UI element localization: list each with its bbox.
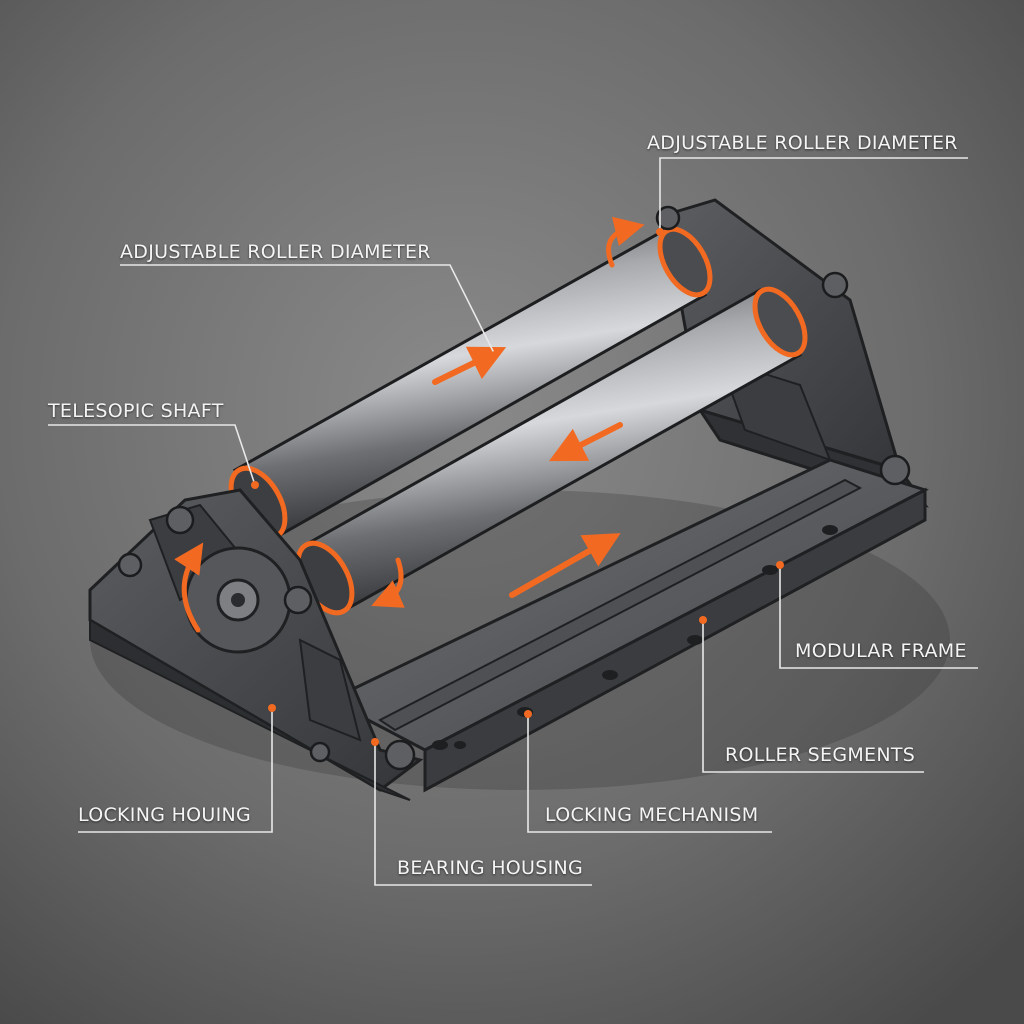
- rotation-arrow-icon: [371, 557, 405, 608]
- label-modular-frame: MODULAR FRAME: [795, 640, 967, 662]
- leader-locking-housing: [78, 708, 273, 833]
- rotation-arrows: [174, 216, 645, 633]
- label-locking-mechanism: LOCKING MECHANISM: [545, 804, 759, 826]
- leader-adjustable-top: [659, 157, 968, 230]
- leader-roller-segments: [702, 620, 924, 773]
- arrow-icon: [509, 533, 621, 598]
- leader-locking-mechanism: [527, 714, 772, 833]
- callout-dots: [251, 228, 784, 746]
- frame-bolts: [117, 205, 911, 771]
- rotation-arrow-icon: [174, 542, 204, 633]
- arrow-icon: [432, 346, 507, 385]
- leader-bearing-housing: [374, 742, 592, 886]
- label-telescopic-shaft: TELESOPIC SHAFT: [48, 400, 224, 422]
- label-locking-housing: LOCKING HOUING: [78, 804, 252, 826]
- label-bearing-housing: BEARING HOUSING: [397, 857, 584, 879]
- label-adjustable-roller-diameter-top: ADJUSTABLE ROLLER DIAMETER: [647, 132, 958, 154]
- arrow-icon: [548, 422, 623, 462]
- label-roller-segments: ROLLER SEGMENTS: [725, 744, 916, 766]
- modular-frame-rail: [326, 458, 929, 793]
- leader-telescopic: [48, 424, 256, 486]
- leader-adjustable-left: [120, 264, 496, 356]
- rotation-arrow-icon: [606, 216, 645, 268]
- label-adjustable-roller-diameter-left: ADJUSTABLE ROLLER DIAMETER: [120, 241, 431, 263]
- leader-modular-frame: [779, 565, 978, 669]
- direction-arrows: [432, 346, 623, 598]
- leader-lines: [48, 157, 978, 886]
